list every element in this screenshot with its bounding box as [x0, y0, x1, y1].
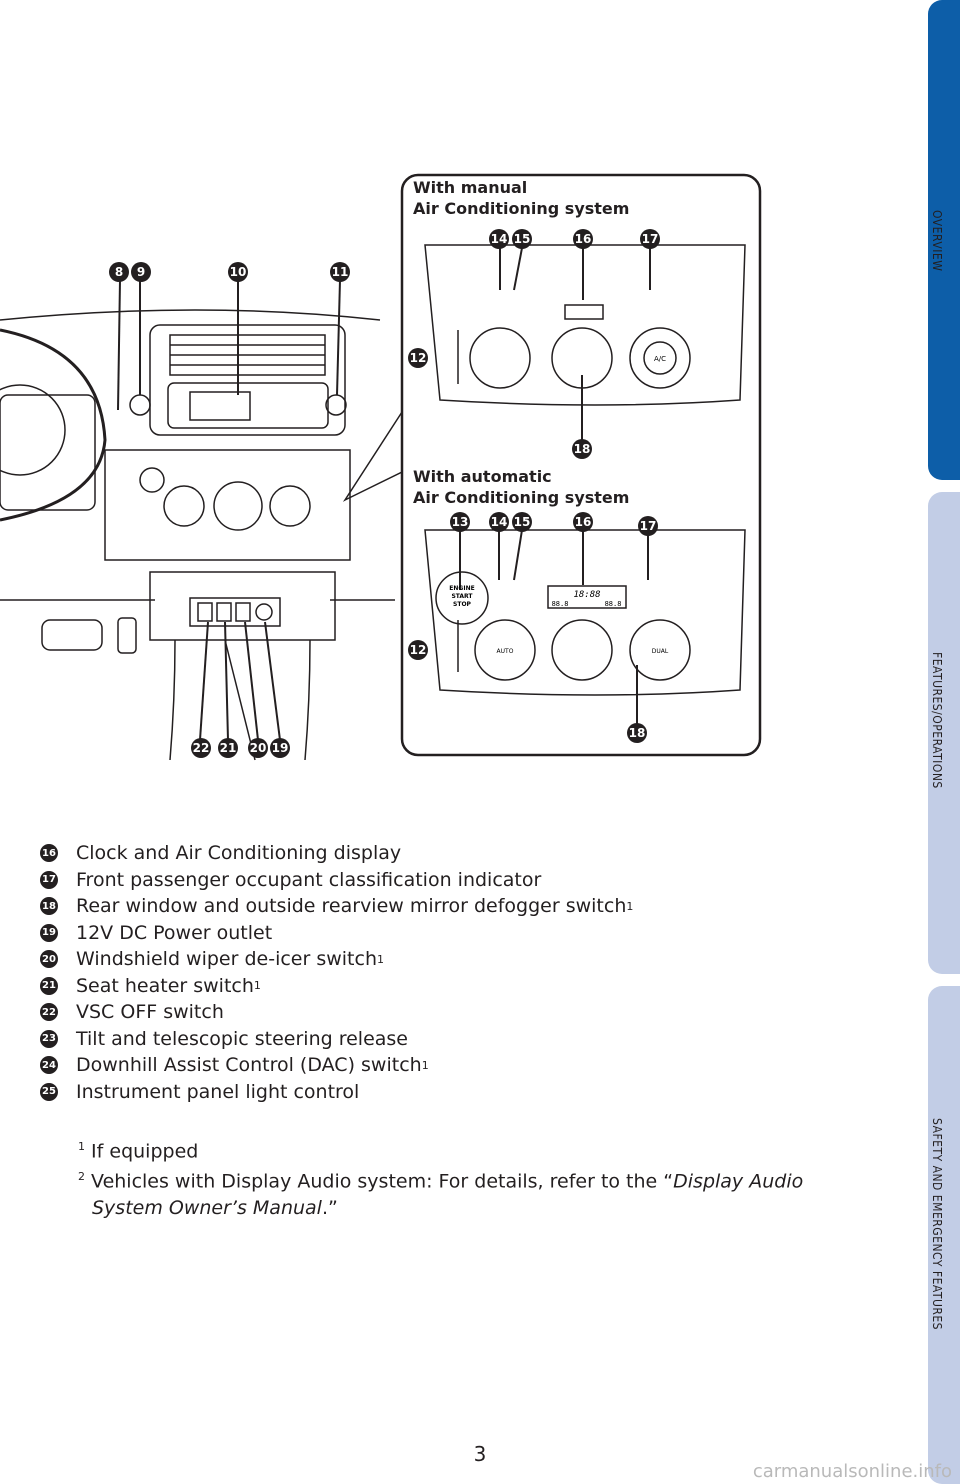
tab-features-operations[interactable]: [928, 492, 960, 974]
callout-12-auto: 12: [408, 640, 428, 660]
item-number-badge: 22: [40, 1003, 58, 1022]
legend-text: Clock and Air Conditioning display: [76, 842, 402, 865]
page-number: 3: [473, 1442, 487, 1466]
item-number-badge: 23: [40, 1029, 58, 1048]
callout-21: 21: [218, 738, 238, 758]
legend-item: 25 Instrument panel light control: [40, 1079, 633, 1106]
svg-text:15: 15: [514, 232, 531, 246]
callout-11: 11: [330, 262, 350, 282]
callout-13: 13: [450, 512, 470, 532]
svg-text:22: 22: [193, 741, 210, 755]
callout-17-manual: 17: [640, 229, 660, 249]
auto-label: AUTO: [497, 648, 514, 655]
engine-label-2: START: [451, 593, 473, 600]
legend-list: 16 Clock and Air Conditioning display 17 F…: [40, 840, 633, 1105]
tab-label-overview: OVERVIEW: [930, 210, 944, 272]
legend-item: 18 Rear window and outside rearview mirro…: [40, 893, 633, 920]
manual-title-line2: Air Conditioning system: [413, 199, 629, 218]
svg-text:20: 20: [250, 741, 267, 755]
callout-14-manual: 14: [489, 229, 509, 249]
clock-display: 18:88: [573, 590, 600, 600]
callout-22: 22: [191, 738, 211, 758]
callout-15-manual: 15: [512, 229, 532, 249]
legend-item: 17 Front passenger occupant classificatio…: [40, 867, 633, 894]
temp-right-display: 88.8: [605, 600, 622, 608]
callout-18-manual: 18: [572, 439, 592, 459]
tab-overview[interactable]: [928, 0, 960, 480]
callout-8: 8: [109, 262, 129, 282]
engine-label-1: ENGINE: [449, 585, 474, 592]
dashboard-illustration: ENGINE START STOP A/C AUTO DUAL 18:88 88…: [0, 173, 762, 761]
callout-20: 20: [248, 738, 268, 758]
footnotes: 1 If equipped 2 Vehicles with Display Au…: [78, 1134, 803, 1221]
legend-text: Windshield wiper de-icer switch: [76, 948, 377, 971]
callout-16-auto: 16: [573, 512, 593, 532]
legend-text: Rear window and outside rearview mirror …: [76, 895, 627, 918]
svg-text:11: 11: [332, 265, 349, 279]
svg-text:16: 16: [575, 515, 592, 529]
svg-text:19: 19: [272, 741, 289, 755]
callout-15-auto: 15: [512, 512, 532, 532]
callout-14-auto: 14: [489, 512, 509, 532]
svg-text:13: 13: [452, 515, 469, 529]
engine-label-3: STOP: [453, 601, 472, 608]
footnote-2-continued: System Owner’s Manual.”: [92, 1196, 338, 1219]
svg-text:14: 14: [491, 232, 508, 246]
svg-text:17: 17: [642, 232, 659, 246]
manual-title-line1: With manual: [413, 178, 527, 197]
item-number-badge: 19: [40, 923, 58, 942]
item-number-badge: 17: [40, 870, 58, 889]
legend-item: 22 VSC OFF switch: [40, 999, 633, 1026]
footnote-1: 1 If equipped: [78, 1140, 199, 1163]
legend-text: Front passenger occupant classification …: [76, 868, 542, 891]
svg-text:21: 21: [220, 741, 237, 755]
legend-text: Instrument panel light control: [76, 1080, 360, 1103]
tab-safety-emergency[interactable]: [928, 986, 960, 1484]
legend-text: VSC OFF switch: [76, 1001, 224, 1024]
item-number-badge: 18: [40, 897, 58, 916]
callout-19: 19: [270, 738, 290, 758]
svg-text:14: 14: [491, 515, 508, 529]
legend-item: 16 Clock and Air Conditioning display: [40, 840, 633, 867]
item-number-badge: 25: [40, 1082, 58, 1101]
callout-16-manual: 16: [573, 229, 593, 249]
item-number-badge: 20: [40, 950, 58, 969]
svg-text:8: 8: [115, 265, 123, 279]
dual-label: DUAL: [652, 648, 669, 655]
svg-text:17: 17: [640, 519, 657, 533]
callout-17-auto: 17: [638, 516, 658, 536]
legend-text: Downhill Assist Control (DAC) switch: [76, 1054, 422, 1077]
callout-10: 10: [228, 262, 248, 282]
svg-text:18: 18: [629, 726, 646, 740]
watermark: carmanualsonline.info: [752, 1461, 952, 1482]
svg-text:15: 15: [514, 515, 531, 529]
tab-label-safety: SAFETY AND EMERGENCY FEATURES: [930, 1118, 944, 1331]
callout-12-manual: 12: [408, 348, 428, 368]
svg-text:18: 18: [574, 442, 591, 456]
svg-text:10: 10: [230, 265, 247, 279]
callout-18-auto: 18: [627, 723, 647, 743]
legend-item: 19 12V DC Power outlet: [40, 920, 633, 947]
callout-9: 9: [131, 262, 151, 282]
legend-item: 23 Tilt and telescopic steering release: [40, 1026, 633, 1053]
svg-text:16: 16: [575, 232, 592, 246]
auto-title-line2: Air Conditioning system: [413, 488, 629, 507]
legend-text: 12V DC Power outlet: [76, 921, 273, 944]
footnote-2: 2 Vehicles with Display Audio system: Fo…: [78, 1170, 804, 1193]
tab-label-features: FEATURES/OPERATIONS: [930, 652, 944, 789]
svg-text:12: 12: [410, 351, 427, 365]
item-number-badge: 21: [40, 976, 58, 995]
auto-title-line1: With automatic: [413, 467, 552, 486]
svg-text:9: 9: [137, 265, 145, 279]
ac-label: A/C: [654, 355, 666, 363]
svg-text:12: 12: [410, 643, 427, 657]
temp-left-display: 88.8: [552, 600, 569, 608]
item-number-badge: 16: [40, 844, 58, 863]
item-number-badge: 24: [40, 1056, 58, 1075]
legend-text: Tilt and telescopic steering release: [76, 1027, 408, 1050]
legend-text: Seat heater switch: [76, 974, 254, 997]
